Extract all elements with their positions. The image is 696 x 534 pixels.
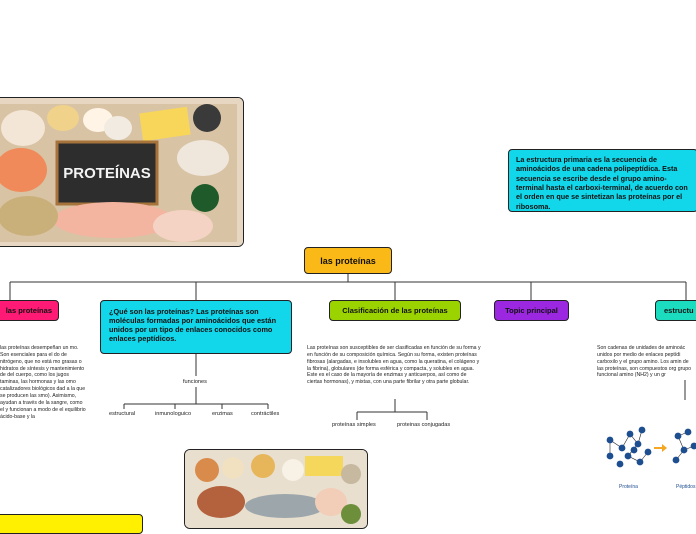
food-photo-secondary: [185, 450, 367, 528]
primary-structure-note[interactable]: La estructura primaria es la secuencia d…: [508, 149, 696, 212]
funciones-node[interactable]: funciones: [183, 379, 207, 385]
molecule-label-proteina: Proteína: [619, 484, 638, 490]
leaf-proteinas-simples[interactable]: proteínas simples: [332, 422, 376, 428]
food-image-secondary: [184, 449, 368, 529]
arrow-right-icon: [654, 444, 667, 452]
connector-lines: [9, 273, 687, 420]
image-caption: PROTEÍNAS: [63, 165, 151, 182]
leaf-enzimas[interactable]: enzimas: [212, 411, 233, 417]
branch-label: estructu: [664, 306, 694, 315]
branch-label: ¿Qué son las proteínas? Las proteínas so…: [109, 307, 277, 344]
leaf-estructural[interactable]: estructural: [109, 411, 136, 417]
branch-label: Clasificación de las proteínas: [342, 306, 448, 315]
estructura-description: Son cadenas de unidades de aminoác unido…: [597, 345, 692, 379]
protein-molecule-illustration: [606, 426, 696, 468]
primary-structure-text: La estructura primaria es la secuencia d…: [516, 155, 688, 211]
branch-estructura[interactable]: estructu: [655, 300, 696, 321]
clasificacion-description: Las proteínas son susceptibles de ser cl…: [307, 345, 481, 386]
root-label: las proteínas: [320, 255, 376, 266]
branch-que-son[interactable]: ¿Qué son las proteínas? Las proteínas so…: [100, 300, 292, 354]
leaf-proteinas-conjugadas[interactable]: proteinas conjugadas: [397, 422, 451, 428]
food-photo: PROTEÍNAS: [0, 98, 243, 246]
funciones-description: las proteínas desempeñan un mo. Son esen…: [0, 345, 86, 420]
proteins-food-image: PROTEÍNAS: [0, 97, 244, 247]
branch-topic-principal[interactable]: Topic principal: [494, 300, 569, 321]
branch-las-proteinas[interactable]: las proteínas: [0, 300, 59, 321]
molecule-label-peptidos: Péptidos: [676, 484, 696, 490]
branch-clasificacion[interactable]: Clasificación de las proteínas: [329, 300, 461, 321]
branch-label: Topic principal: [505, 306, 558, 315]
branch-label: las proteínas: [5, 306, 52, 315]
bottom-yellow-node[interactable]: [0, 514, 143, 534]
root-node[interactable]: las proteínas: [304, 247, 392, 274]
leaf-inmunologuico[interactable]: inmunologuico: [155, 411, 192, 417]
leaf-contractiles[interactable]: contráctiles: [251, 411, 280, 417]
